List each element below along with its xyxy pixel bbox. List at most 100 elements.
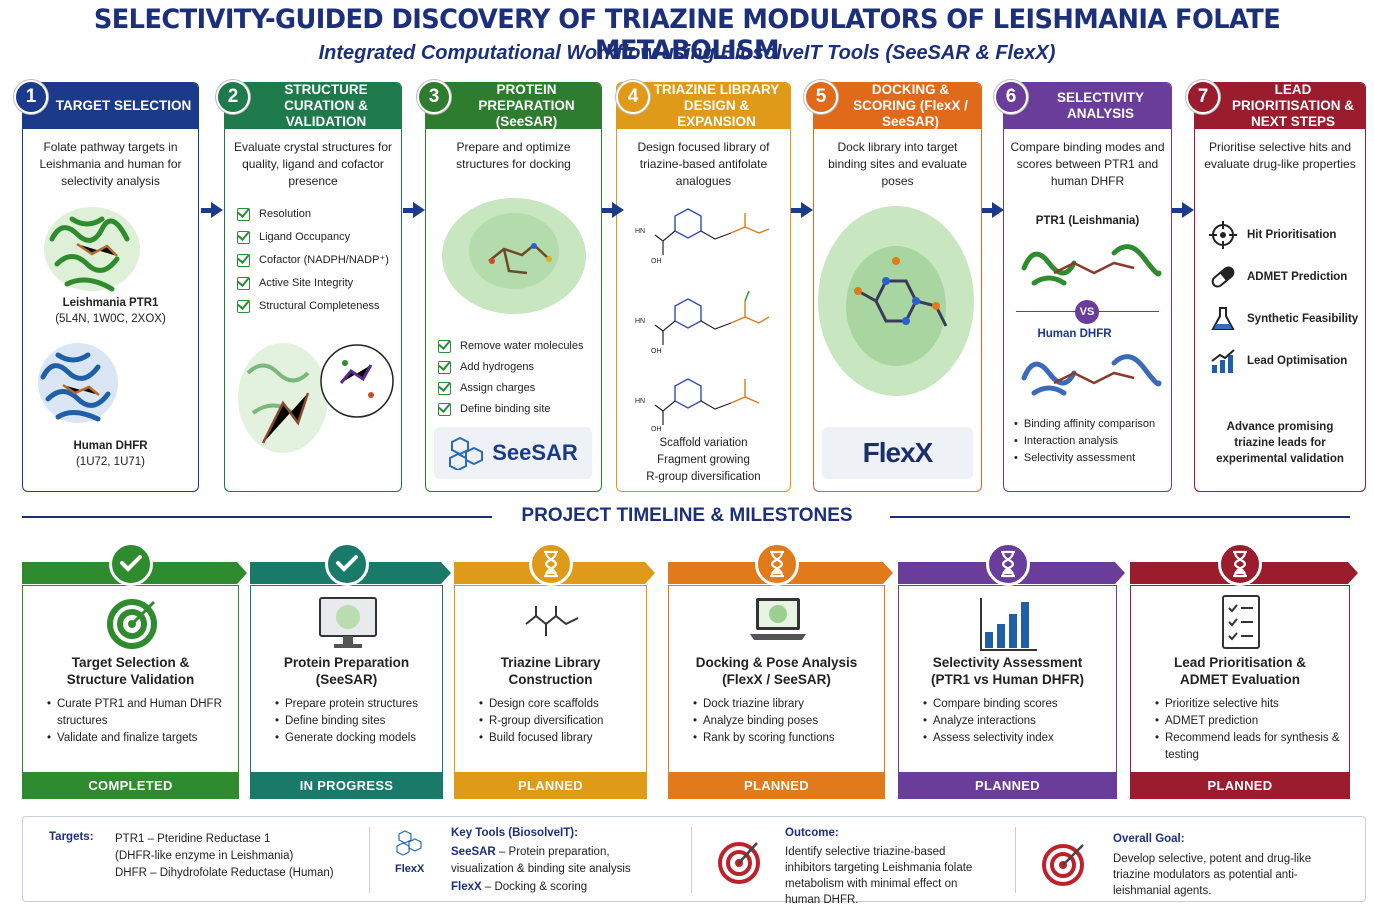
step-docking-scoring: DOCKING & SCORING (FlexX / SeeSAR) Dock … <box>813 82 982 492</box>
hourglass-icon <box>543 550 558 578</box>
step-description: Folate pathway targets in Leishmania and… <box>39 140 182 188</box>
curation-checklist: Resolution Ligand Occupancy Cofactor (NA… <box>237 203 389 318</box>
step-number-4: 4 <box>616 80 650 114</box>
check-item: Assign charges <box>438 377 584 400</box>
milestone-card: Docking & Pose Analysis (FlexX / SeeSAR)… <box>668 585 885 799</box>
flow-arrow <box>791 202 813 218</box>
human-dhfr-label: Human DHFR <box>1037 328 1112 340</box>
checkbox-icon <box>237 208 250 221</box>
step-title: SELECTIVITY ANALYSIS <box>1004 83 1171 129</box>
step-number-1: 1 <box>14 80 48 114</box>
molecule-icon <box>524 606 578 636</box>
checkbox-icon <box>237 300 250 313</box>
milestone-bullets: Prioritize selective hitsADMET predictio… <box>1155 696 1343 764</box>
milestone-bullet: Dock triazine library <box>693 696 878 713</box>
pill-icon <box>1211 266 1235 288</box>
check-icon <box>335 555 358 572</box>
milestone-bullets: Compare binding scoresAnalyze interactio… <box>923 696 1110 747</box>
svg-text:OH: OH <box>651 348 662 355</box>
milestone-card: Triazine Library ConstructionDesign core… <box>454 585 647 799</box>
goal-label: Overall Goal: <box>1113 833 1185 845</box>
milestone-title: Selectivity Assessment (PTR1 vs Human DH… <box>930 655 1084 687</box>
hexagon-logo-icon <box>449 436 484 470</box>
milestone-bullet: Rank by scoring functions <box>693 730 878 747</box>
step-title: TARGET SELECTION <box>23 83 198 129</box>
goal-target-icon <box>1042 844 1084 886</box>
step-description: Prepare and optimize structures for dock… <box>456 140 571 171</box>
milestone-bullet: Compare binding scores <box>923 696 1110 713</box>
step-number-7: 7 <box>1186 80 1220 114</box>
milestone-bullet: Assess selectivity index <box>923 730 1110 747</box>
milestone-bullet: ADMET prediction <box>1155 713 1343 730</box>
hourglass-icon <box>769 550 784 578</box>
milestone-bullet: Analyze interactions <box>923 713 1110 730</box>
protein-surface-image <box>442 198 586 314</box>
svg-text:OH: OH <box>651 258 662 265</box>
ptr1-protein-image <box>44 207 140 292</box>
outcome-label: Outcome: <box>785 827 839 839</box>
step-number-6: 6 <box>994 80 1028 114</box>
milestone-state <box>754 542 799 586</box>
footer-divider <box>691 827 692 893</box>
milestone-card: Protein Preparation (SeeSAR)Prepare prot… <box>250 585 443 799</box>
milestone-bullet: Prepare protein structures <box>275 696 436 713</box>
milestone-status: COMPLETED <box>23 772 238 798</box>
check-item: Define binding site <box>438 398 584 421</box>
step-triazine-library: TRIAZINE LIBRARY DESIGN & EXPANSION Desi… <box>616 82 791 492</box>
footer-divider <box>369 827 370 893</box>
goal-text: Develop selective, potent and drug-like … <box>1113 853 1312 897</box>
monitor-icon <box>318 597 377 648</box>
milestone-state <box>108 542 153 586</box>
step-description: Evaluate crystal structures for quality,… <box>233 140 393 188</box>
milestone-status: PLANNED <box>1131 772 1349 798</box>
milestone-state <box>985 542 1030 586</box>
docked-pose-image <box>818 206 974 396</box>
flask-icon <box>1211 307 1235 330</box>
milestone-bullet: Define binding sites <box>275 713 436 730</box>
milestone-bullets: Design core scaffoldsR-group diversifica… <box>479 696 640 747</box>
step-number-3: 3 <box>417 80 451 114</box>
checkbox-icon <box>237 277 250 290</box>
step-description: Dock library into target binding sites a… <box>828 140 967 188</box>
outcome-text: Identify selective triazine-based inhibi… <box>785 846 973 906</box>
step-description: Prioritise selective hits and evaluate d… <box>1204 140 1356 171</box>
footer-flexx-logo: FlexX <box>395 863 425 875</box>
milestone-bullets: Curate PTR1 and Human DHFR structuresVal… <box>47 696 232 747</box>
check-item: Remove water molecules <box>438 335 584 358</box>
checklist-icon <box>1222 595 1260 649</box>
laptop-icon <box>749 598 806 640</box>
step-title: STRUCTURE CURATION & VALIDATION <box>225 83 401 129</box>
flexx-logo: FlexX <box>822 427 973 479</box>
flow-arrow <box>1172 202 1194 218</box>
step-target-selection: TARGET SELECTION Folate pathway targets … <box>22 82 199 492</box>
check-item: Resolution <box>237 203 389 226</box>
checkbox-icon <box>237 254 250 267</box>
step-number-5: 5 <box>804 80 838 114</box>
check-item: Structural Completeness <box>237 295 389 318</box>
lead-optimisation-item: Lead Optimisation <box>1209 347 1347 375</box>
growth-chart-icon <box>1211 349 1235 373</box>
page-title: SELECTIVITY-GUIDED DISCOVERY OF TRIAZINE… <box>93 4 1281 66</box>
summary-footer: Targets: PTR1 – Pteridine Reductase 1(DH… <box>22 816 1366 906</box>
svg-text:OH: OH <box>651 426 662 431</box>
tools-label: Key Tools (BiosolveIT): <box>451 827 578 839</box>
milestone-title: Triazine Library Construction <box>500 655 601 687</box>
milestone-status: IN PROGRESS <box>251 772 442 798</box>
step-number-2: 2 <box>216 80 250 114</box>
checkbox-icon <box>438 340 451 353</box>
milestone-state <box>1218 542 1262 586</box>
bar-chart-icon <box>979 598 1037 651</box>
crosshair-icon <box>1209 221 1237 249</box>
admet-prediction-item: ADMET Prediction <box>1209 263 1347 291</box>
step-title: LEAD PRIORITISATION & NEXT STEPS <box>1195 83 1365 129</box>
step-selectivity-analysis: SELECTIVITY ANALYSIS Compare binding mod… <box>1003 82 1172 492</box>
check-icon <box>119 555 142 572</box>
flow-arrow <box>982 202 1004 218</box>
human-dhfr-ids: (1U72, 1U71) <box>75 456 146 468</box>
check-item: Add hydrogens <box>438 356 584 379</box>
step-lead-prioritisation: LEAD PRIORITISATION & NEXT STEPS Priorit… <box>1194 82 1366 492</box>
milestone-bullets: Prepare protein structuresDefine binding… <box>275 696 436 747</box>
check-item: Active Site Integrity <box>237 272 389 295</box>
timeline-rule-left <box>22 516 492 518</box>
